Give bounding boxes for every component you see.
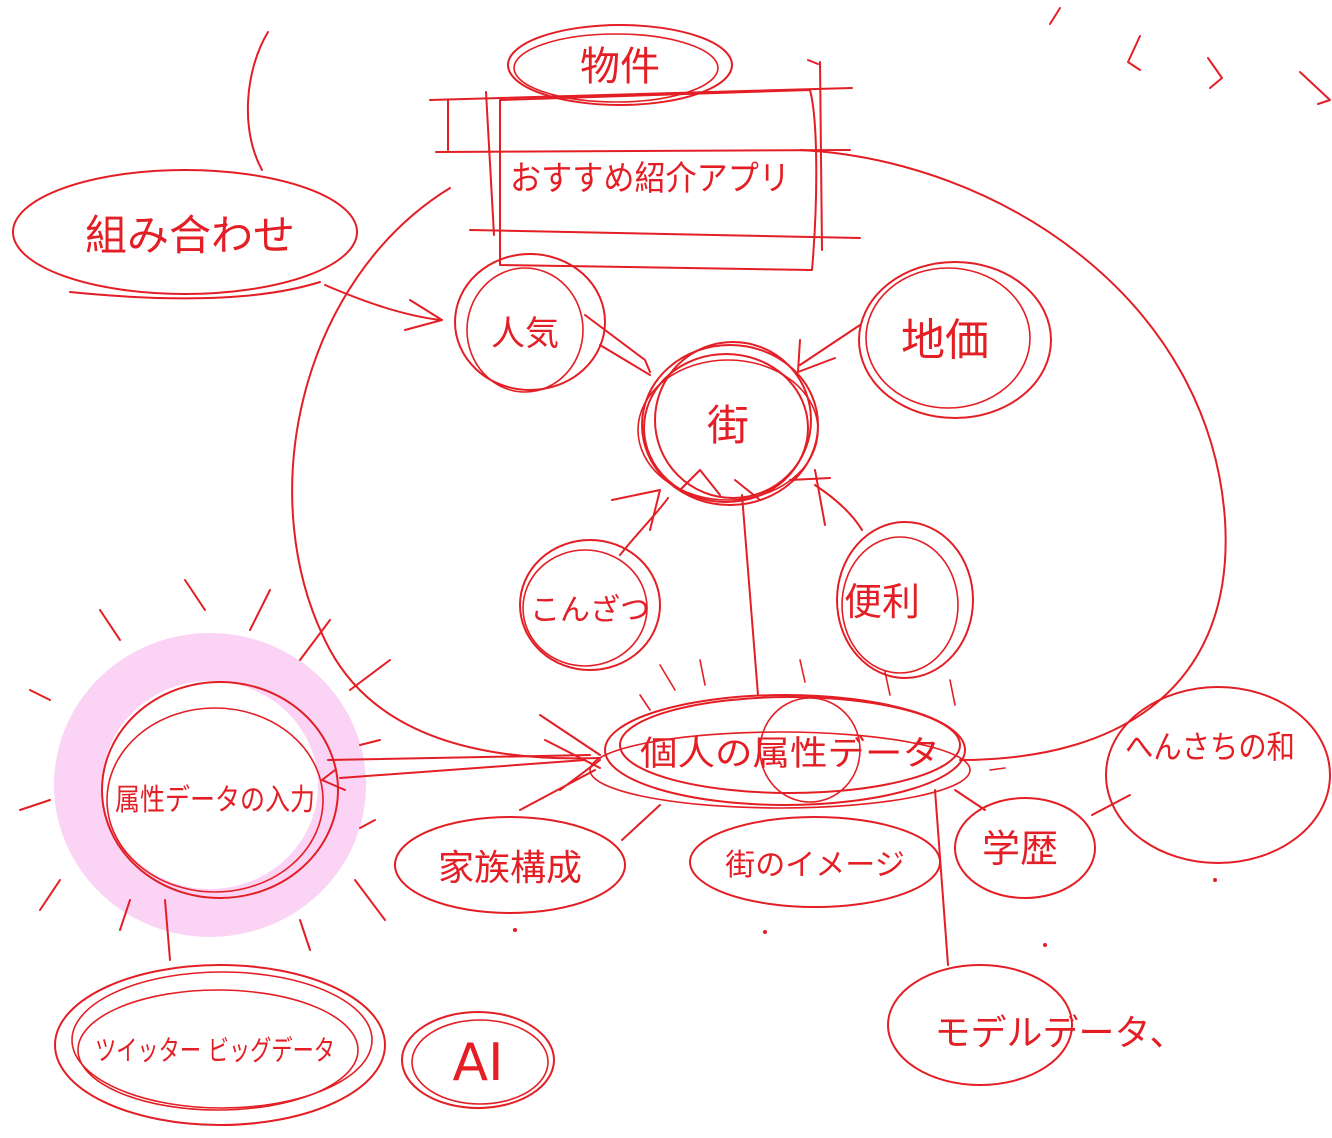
label-model-data: モデルデータ、 <box>935 1013 1186 1054</box>
label-town-image: 街のイメージ <box>725 848 904 883</box>
arrow-personal-to-attribute <box>321 759 586 791</box>
node-combination: 組み合わせ <box>12 169 443 331</box>
label-convenience: 便利 <box>844 580 920 624</box>
connector-town-personal-data <box>741 494 759 696</box>
node-personal-data: 個人の属性データ <box>589 659 1006 809</box>
label-deviation-sum: へんさちの和 <box>1125 728 1295 766</box>
label-property: 物件 <box>580 44 660 90</box>
connector-academics-deviation <box>1091 794 1131 816</box>
label-land-price: 地価 <box>901 315 989 366</box>
node-town: 街 <box>611 341 831 531</box>
node-ai: AI <box>401 1011 555 1109</box>
highlight-attribute-data <box>54 633 366 937</box>
decorative-strokes-top-right <box>1049 7 1331 105</box>
node-convenience: 便利 <box>814 484 974 679</box>
node-model-data: モデルデータ、 <box>887 789 1186 1086</box>
node-twitter-bigdata: ツイッター ビッグデータ <box>54 899 386 1126</box>
outer-loop <box>291 149 1227 761</box>
node-attribute-data: 属性データの入力 <box>19 579 591 951</box>
node-popularity: 人気 <box>454 253 651 393</box>
label-popularity: 人気 <box>491 314 559 354</box>
node-congestion: こんざつ <box>519 497 669 671</box>
node-deviation-sum: へんさちの和 <box>1105 686 1331 864</box>
node-property: 物件 <box>507 24 733 106</box>
label-twitter-bigdata: ツイッター ビッグデータ <box>95 1034 335 1067</box>
label-town: 街 <box>707 401 749 450</box>
stray-dots <box>513 878 1217 947</box>
stroke-above-combination <box>246 31 269 171</box>
node-land-price: 地価 <box>797 261 1052 419</box>
label-attribute-data: 属性データの入力 <box>115 783 315 818</box>
node-intro-app: おすすめ紹介アプリ <box>429 59 861 271</box>
node-family-composition: 家族構成 <box>394 804 661 914</box>
arrows-into-personal-data <box>519 714 601 811</box>
node-town-image: 街のイメージ <box>689 816 941 908</box>
label-combination: 組み合わせ <box>85 211 295 260</box>
label-personal-data: 個人の属性データ <box>640 734 940 774</box>
label-intro-app: おすすめ紹介アプリ <box>510 159 790 199</box>
arrow-combination-to-popularity <box>324 284 443 331</box>
label-family-composition: 家族構成 <box>438 848 582 889</box>
node-academics: 学歴 <box>954 789 1131 899</box>
label-ai: AI <box>453 1033 504 1093</box>
label-academics: 学歴 <box>982 827 1058 871</box>
label-congestion: こんざつ <box>530 593 650 628</box>
